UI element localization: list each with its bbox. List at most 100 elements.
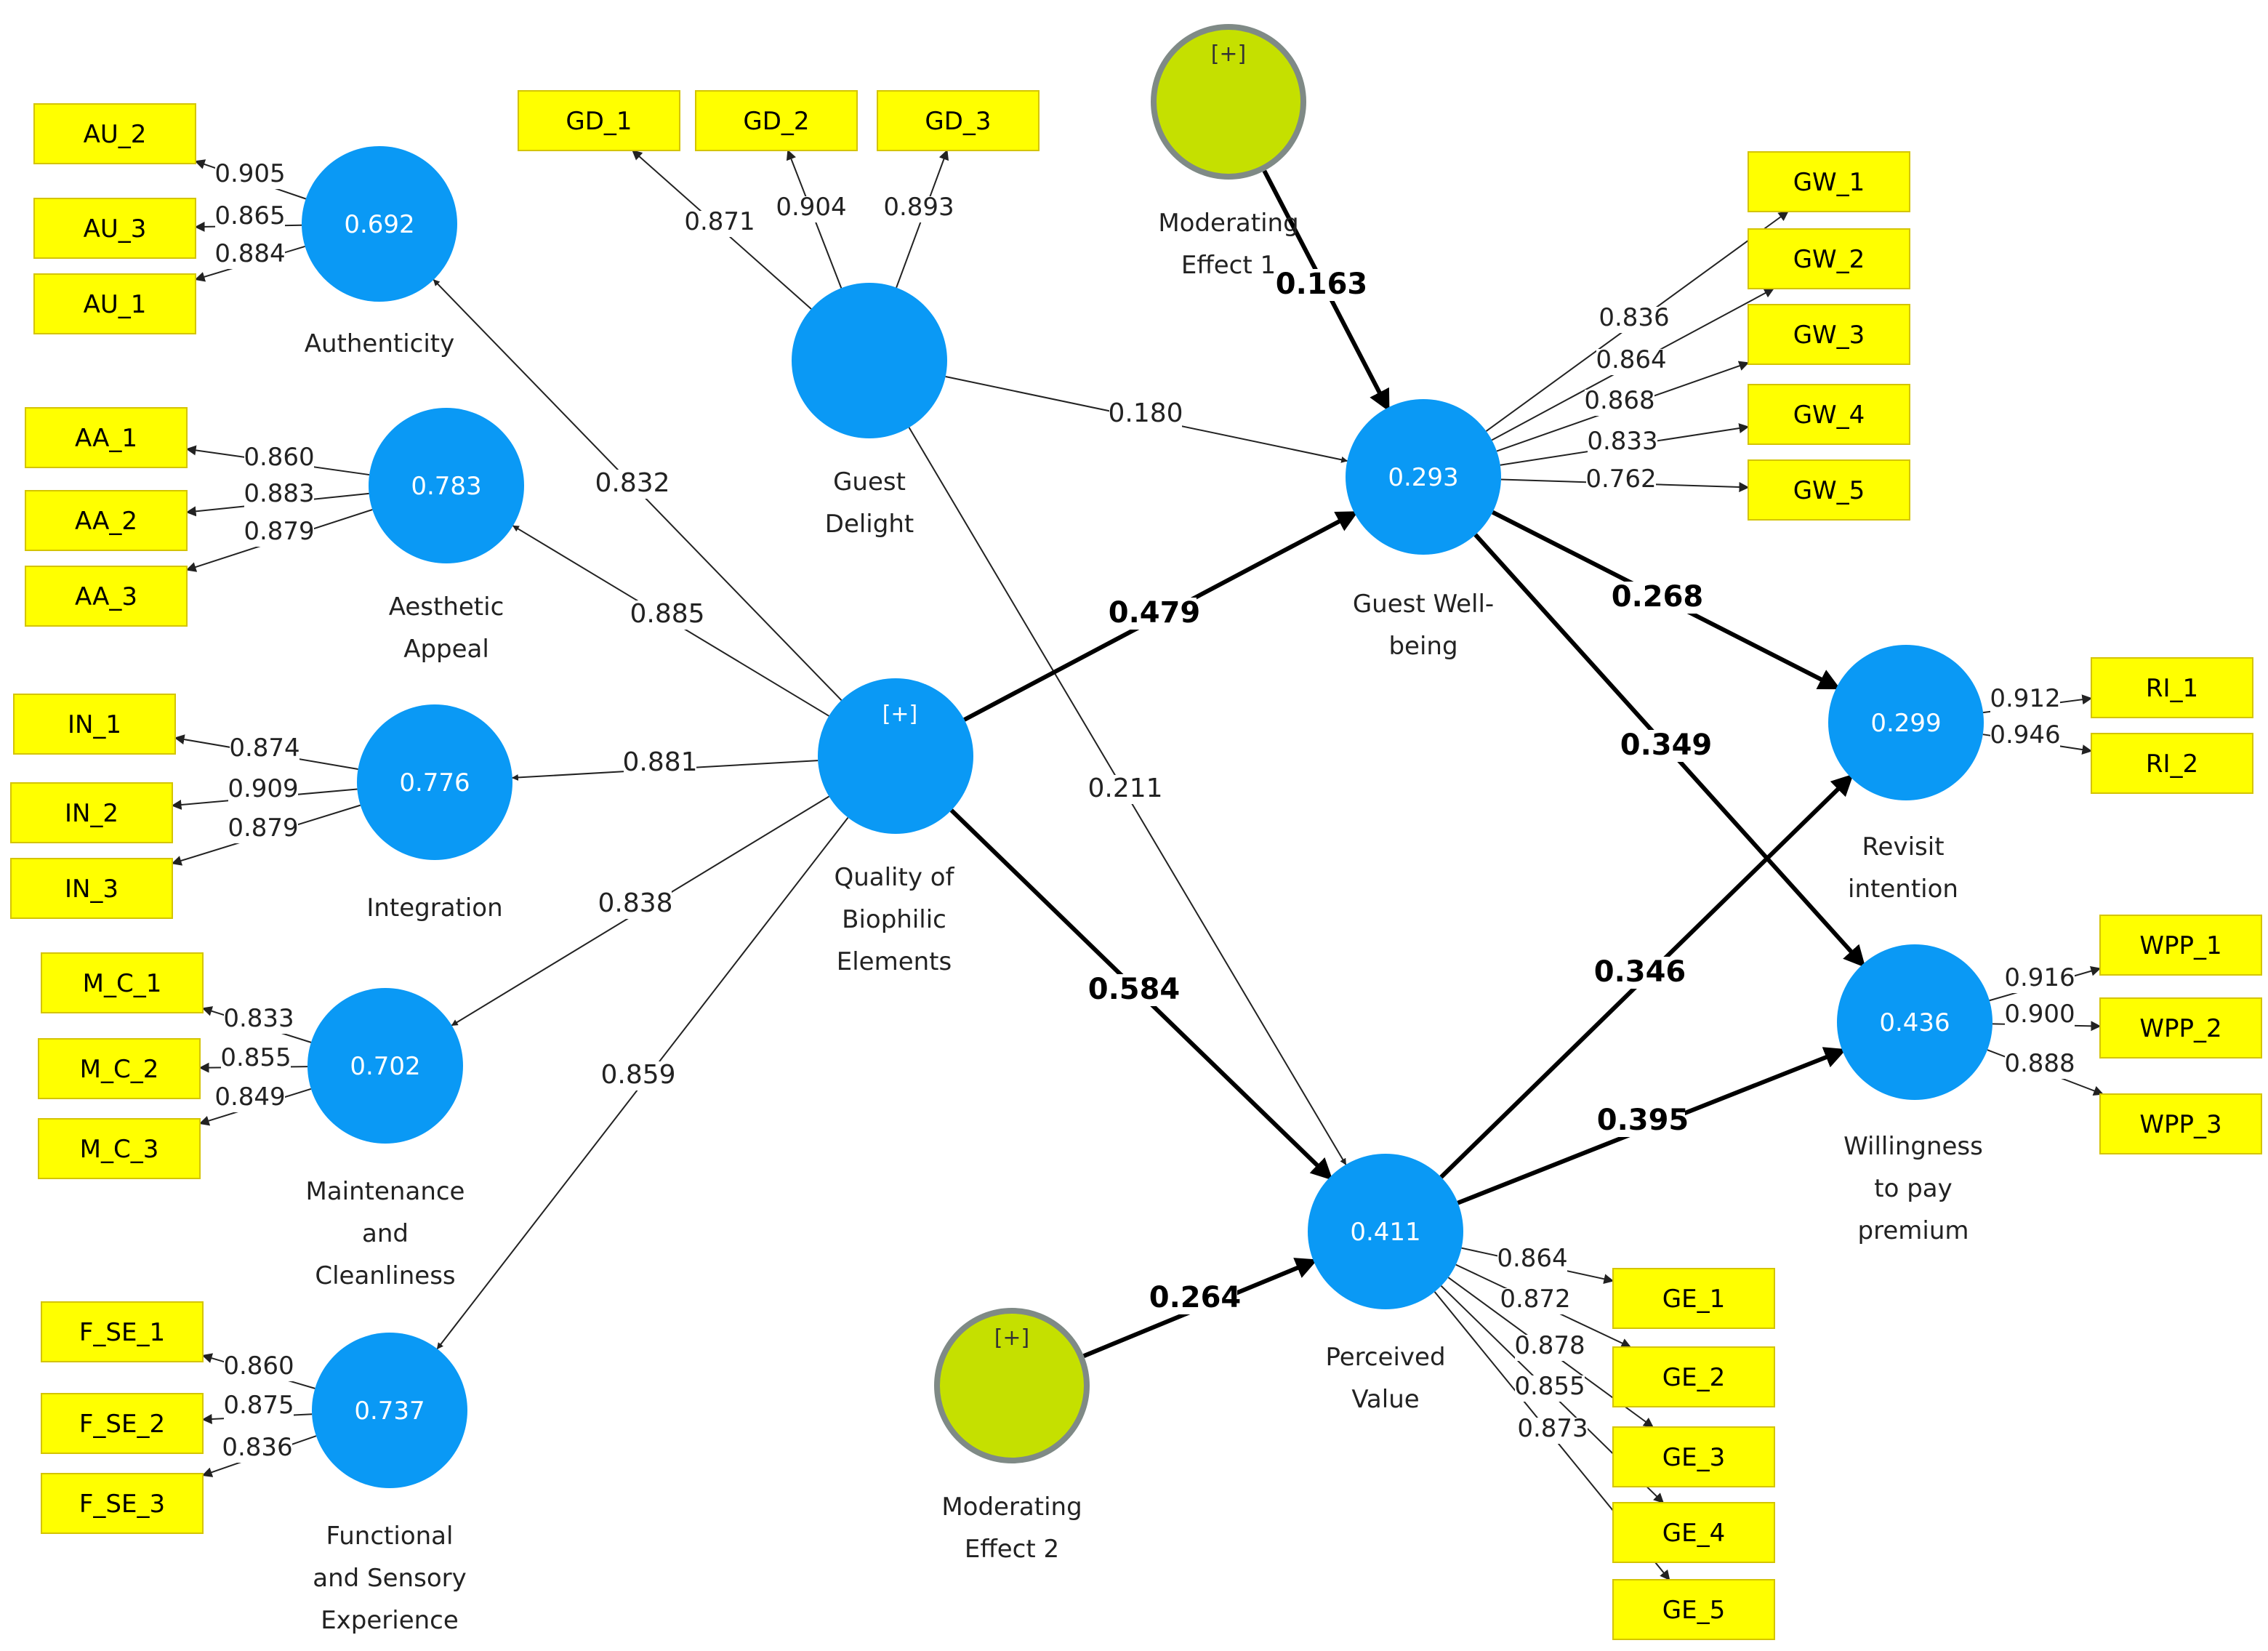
indicator-box xyxy=(1748,459,1910,521)
indicator-f_se_1[interactable]: F_SE_1 xyxy=(41,1301,204,1362)
path-label-bg xyxy=(1624,730,1708,762)
label-layer: 0.9050.8650.8840.8600.8830.8790.8740.909… xyxy=(214,159,2075,1635)
indicator-gd_3[interactable]: GD_3 xyxy=(877,90,1040,151)
indicator-f_se_2[interactable]: F_SE_2 xyxy=(41,1393,204,1454)
indicator-wpp_3[interactable]: WPP_3 xyxy=(2099,1093,2262,1154)
indicator-wpp_1[interactable]: WPP_1 xyxy=(2099,915,2262,976)
path-coefficient-qbe-fse: 0.859 xyxy=(600,1060,675,1090)
indicator-wpp_2[interactable]: WPP_2 xyxy=(2099,997,2262,1059)
indicator-gd_1[interactable]: GD_1 xyxy=(518,90,680,151)
indicator-gw_1[interactable]: GW_1 xyxy=(1748,151,1910,212)
latent-variable-aa[interactable]: 0.783 xyxy=(369,408,524,563)
construct-name: to pay xyxy=(1874,1174,1952,1203)
loading-label-bg xyxy=(221,1047,291,1073)
loading-value-ri_1: 0.912 xyxy=(1990,684,2060,713)
indicator-ge_2[interactable]: GE_2 xyxy=(1612,1346,1775,1407)
indicator-box xyxy=(1748,228,1910,289)
indicator-gw_2[interactable]: GW_2 xyxy=(1748,228,1910,289)
indicator-au_2[interactable]: AU_2 xyxy=(33,103,196,164)
indicator-label: IN_3 xyxy=(65,875,118,904)
indicator-f_se_3[interactable]: F_SE_3 xyxy=(41,1473,204,1534)
indicator-label: F_SE_1 xyxy=(79,1318,165,1347)
indicator-gd_2[interactable]: GD_2 xyxy=(695,90,858,151)
indicator-box xyxy=(41,952,204,1013)
loading-label-bg xyxy=(1497,1248,1567,1274)
construct-name: Delight xyxy=(825,510,914,539)
moderator-me1[interactable]: [+] xyxy=(1151,24,1306,180)
indicator-in_2[interactable]: IN_2 xyxy=(10,782,173,843)
loading-label-bg xyxy=(884,196,954,222)
latent-variable-wpp[interactable]: 0.436 xyxy=(1837,944,1992,1100)
r-squared-value: 0.702 xyxy=(350,1052,420,1081)
indicator-box xyxy=(33,273,196,334)
latent-variable-ri[interactable]: 0.299 xyxy=(1828,645,1984,800)
indicator-gw_3[interactable]: GW_3 xyxy=(1748,304,1910,365)
indicator-ri_2[interactable]: RI_2 xyxy=(2091,733,2253,794)
indicator-ri_1[interactable]: RI_1 xyxy=(2091,657,2253,718)
indicator-label: GD_1 xyxy=(566,107,632,136)
loading-label-bg xyxy=(244,521,314,547)
indicator-aa_2[interactable]: AA_2 xyxy=(25,490,188,551)
indicator-ge_4[interactable]: GE_4 xyxy=(1612,1502,1775,1563)
indicator-box xyxy=(695,90,858,151)
construct-circle xyxy=(302,146,457,302)
indicator-box xyxy=(33,198,196,259)
indicator-ge_3[interactable]: GE_3 xyxy=(1612,1426,1775,1487)
loading-value-au_3: 0.865 xyxy=(214,201,285,230)
path-label-bg xyxy=(1615,582,1700,614)
indicator-m_c_1[interactable]: M_C_1 xyxy=(41,952,204,1013)
indicator-box xyxy=(1612,1502,1775,1563)
indicator-box xyxy=(2091,657,2253,718)
loading-value-in_3: 0.879 xyxy=(228,814,298,843)
expand-toggle[interactable]: [+] xyxy=(1211,41,1247,67)
latent-variable-in[interactable]: 0.776 xyxy=(357,704,512,860)
path-coefficient-qbe-gw: 0.479 xyxy=(1109,596,1201,630)
loading-label-bg xyxy=(224,1008,294,1034)
indicator-au_3[interactable]: AU_3 xyxy=(33,198,196,259)
indicator-ge_1[interactable]: GE_1 xyxy=(1612,1268,1775,1329)
indicator-gw_5[interactable]: GW_5 xyxy=(1748,459,1910,521)
indicator-box xyxy=(10,858,173,919)
indicator-box xyxy=(1748,151,1910,212)
indicator-label: F_SE_2 xyxy=(79,1410,165,1439)
expand-toggle[interactable]: [+] xyxy=(994,1325,1030,1351)
indicator-aa_3[interactable]: AA_3 xyxy=(25,566,188,627)
r-squared-value: 0.776 xyxy=(399,768,470,798)
indicator-label: GD_3 xyxy=(925,107,991,136)
latent-variable-gd[interactable] xyxy=(792,283,947,438)
indicator-m_c_2[interactable]: M_C_2 xyxy=(38,1038,201,1099)
indicator-aa_1[interactable]: AA_1 xyxy=(25,407,188,468)
indicator-label: GE_1 xyxy=(1662,1285,1725,1314)
construct-circle xyxy=(1837,944,1992,1100)
indicator-box xyxy=(1612,1346,1775,1407)
loading-value-ge_2: 0.872 xyxy=(1500,1285,1570,1314)
indicator-in_1[interactable]: IN_1 xyxy=(13,694,176,755)
indicator-box xyxy=(2099,1093,2262,1154)
latent-variable-mc[interactable]: 0.702 xyxy=(307,988,463,1144)
indicator-m_c_3[interactable]: M_C_3 xyxy=(38,1118,201,1179)
indicator-in_3[interactable]: IN_3 xyxy=(10,858,173,919)
indicator-label: AA_1 xyxy=(75,424,137,453)
indicator-box xyxy=(2091,733,2253,794)
indicator-gw_4[interactable]: GW_4 xyxy=(1748,384,1910,445)
loading-value-ge_3: 0.878 xyxy=(1514,1331,1585,1360)
indicator-ge_5[interactable]: GE_5 xyxy=(1612,1579,1775,1640)
latent-variable-pv[interactable]: 0.411 xyxy=(1308,1154,1463,1309)
construct-name: Willingness xyxy=(1843,1132,1983,1161)
moderator-me2[interactable]: [+] xyxy=(934,1308,1090,1463)
latent-variable-qbe[interactable]: [+] xyxy=(818,678,973,834)
expand-toggle[interactable]: [+] xyxy=(882,702,918,727)
latent-variable-au[interactable]: 0.692 xyxy=(302,146,457,302)
path-coefficient-me2-pv: 0.264 xyxy=(1149,1281,1242,1314)
construct-name: Revisit xyxy=(1862,832,1944,861)
path-label-bg xyxy=(1601,1105,1685,1137)
indicator-label: GW_5 xyxy=(1793,476,1865,505)
loading-value-ge_4: 0.855 xyxy=(1514,1372,1585,1401)
indicator-box xyxy=(518,90,680,151)
loading-label-bg xyxy=(2005,1053,2075,1079)
loading-value-in_2: 0.909 xyxy=(228,774,298,803)
latent-variable-fse[interactable]: 0.737 xyxy=(312,1333,467,1488)
construct-circle xyxy=(312,1333,467,1488)
indicator-au_1[interactable]: AU_1 xyxy=(33,273,196,334)
latent-variable-gw[interactable]: 0.293 xyxy=(1346,399,1501,555)
